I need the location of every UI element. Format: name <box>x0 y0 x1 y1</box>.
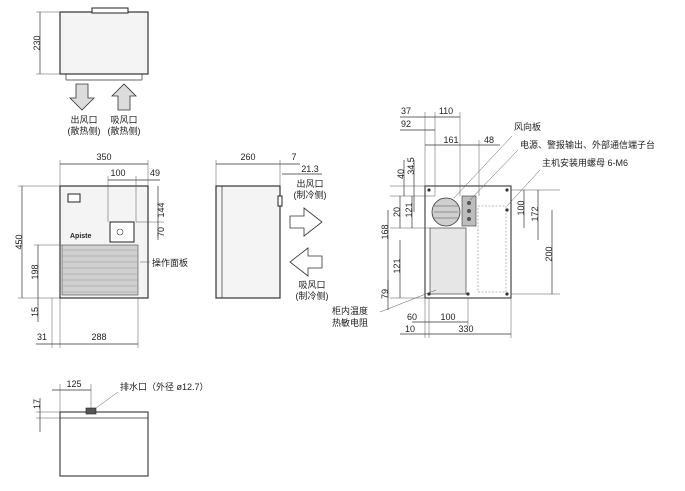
dim-48: 48 <box>484 135 494 145</box>
arrow-left-icon <box>289 247 323 277</box>
dim-10: 10 <box>405 324 415 334</box>
front-grille <box>61 244 139 296</box>
dim-330: 330 <box>458 324 473 334</box>
dim-121-a: 121 <box>404 202 414 217</box>
panel-label: 操作面板 <box>152 257 188 268</box>
dim-49: 49 <box>150 168 160 178</box>
dim-92: 92 <box>401 119 411 129</box>
nut-label: 主机安装用螺母 6-M6 <box>542 157 628 168</box>
dim-288: 288 <box>91 332 106 342</box>
arrow-down-icon <box>69 83 95 111</box>
dim-172: 172 <box>530 206 540 221</box>
top-view-body <box>59 11 149 75</box>
operation-panel <box>109 221 135 243</box>
dim-34-5: 34.5 <box>406 157 416 175</box>
arrow-right-icon <box>289 207 323 237</box>
dim-37: 37 <box>401 106 411 116</box>
dim-70: 70 <box>156 227 166 237</box>
arrow-up-icon <box>111 83 137 111</box>
dim-168: 168 <box>380 224 390 239</box>
front-view: Apiste 350 100 49 144 70 操作面板 450 198 15 <box>14 152 188 348</box>
back-inner-panel <box>429 227 467 295</box>
side-out-sub: (制冷侧) <box>294 189 327 200</box>
side-view: 260 7 21.3 出风口 (制冷侧) 吸风口 (制冷侧) <box>215 152 329 301</box>
dim-31: 31 <box>37 332 47 342</box>
brand-logo: Apiste <box>70 233 92 240</box>
front-logo-box <box>67 193 81 203</box>
terminal-label: 电源、警报输出、外部通信端子台 <box>520 139 655 150</box>
dim-7: 7 <box>291 152 296 162</box>
sensor-label-2: 热敏电阻 <box>332 317 368 328</box>
dim-121-b: 121 <box>392 258 402 273</box>
out-sub: (散热侧) <box>68 125 101 136</box>
dim-260: 260 <box>240 152 255 162</box>
dim-200: 200 <box>544 246 554 261</box>
bottom-view: 125 17 排水口（外径 ø12.7） <box>32 379 209 477</box>
dim-60: 60 <box>407 312 417 322</box>
dim-100-v: 100 <box>516 200 526 215</box>
dim-450: 450 <box>14 234 24 249</box>
dim-198: 198 <box>30 264 40 279</box>
dim-100-h: 100 <box>440 312 455 322</box>
top-view-cap <box>91 7 129 14</box>
side-in-label: 吸风口 <box>298 280 325 290</box>
dim-350: 350 <box>96 152 111 162</box>
side-out-label: 出风口 <box>296 178 323 189</box>
dim-161: 161 <box>443 135 458 145</box>
sensor-label-1: 柜内温度 <box>332 305 368 316</box>
in-label: 吸风口 <box>110 115 137 125</box>
dim-125: 125 <box>66 379 81 389</box>
side-view-body <box>215 185 281 299</box>
dim-20: 20 <box>392 207 402 217</box>
louver-label: 风向板 <box>514 121 541 132</box>
back-view: 37 110 92 161 48 40 34.5 121 20 168 121 … <box>332 106 655 338</box>
dim-230: 230 <box>32 35 42 50</box>
drain-label: 排水口（外径 ø12.7） <box>120 381 209 392</box>
dim-21-3: 21.3 <box>301 164 319 174</box>
dim-17: 17 <box>32 399 42 409</box>
dim-79: 79 <box>380 289 390 299</box>
in-sub: (散热侧) <box>108 125 141 136</box>
dim-100: 100 <box>110 168 125 178</box>
dim-144: 144 <box>156 202 166 217</box>
bottom-view-body <box>59 411 149 477</box>
out-label: 出风口 <box>70 114 97 125</box>
dim-40: 40 <box>396 169 406 179</box>
dim-15: 15 <box>30 307 40 317</box>
dim-110: 110 <box>439 106 453 116</box>
drain-port <box>85 407 97 415</box>
top-view: 230 出风口 (散热侧) 吸风口 (散热侧) <box>32 7 149 136</box>
side-in-sub: (制冷侧) <box>296 290 329 301</box>
